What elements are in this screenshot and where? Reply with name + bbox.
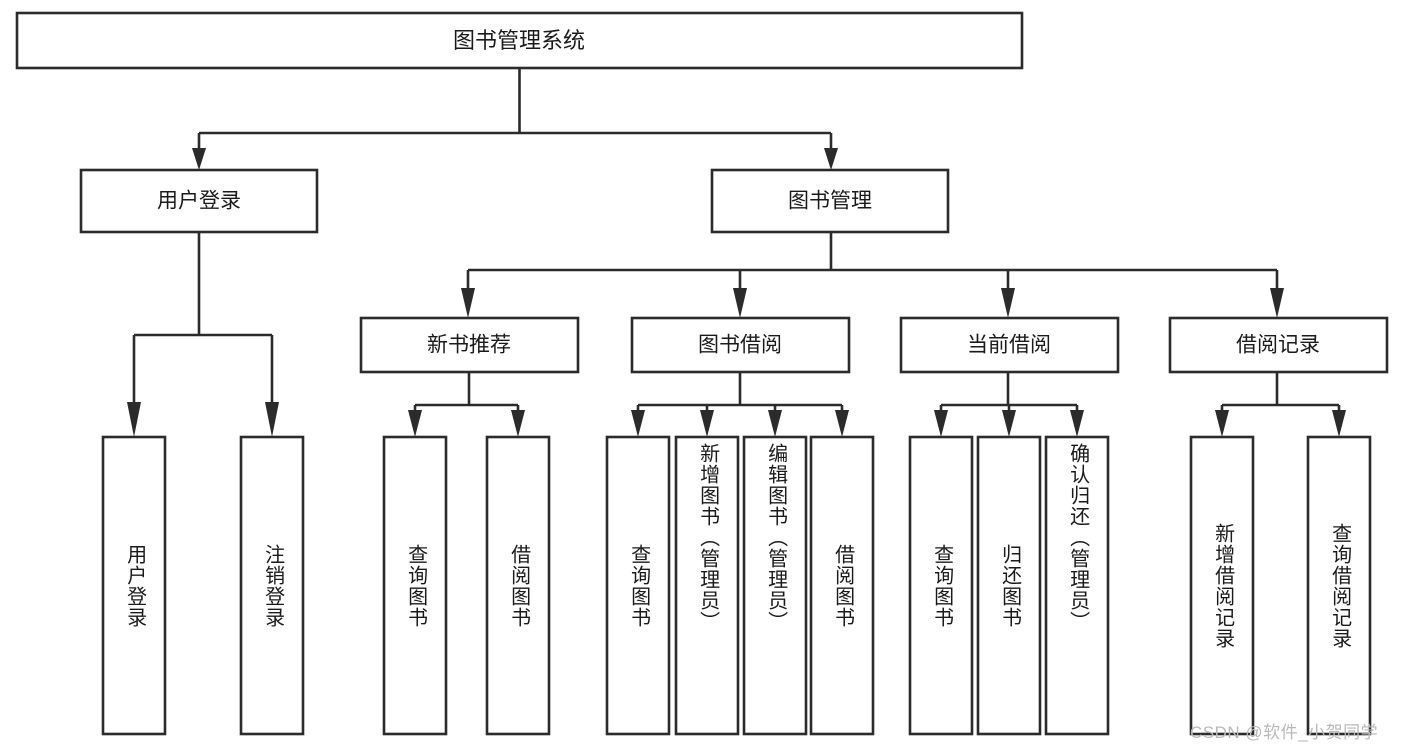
arrowhead-leaf-bb-add-book [700,410,714,437]
leaf-box-layer [101,435,1372,736]
leaf-br-add-record-box[interactable] [1189,435,1255,736]
arrowhead-leaf-rec-query-book [408,410,422,437]
node-user-login-box[interactable] [79,168,319,234]
node-user-login[interactable]: 用户登录 [79,168,319,234]
arrowhead-leaf-br-query-record [1332,410,1346,437]
node-borrow-record[interactable]: 借阅记录 [1168,316,1389,374]
arrowhead-leaf-bb-borrow-book [835,410,849,437]
node-book-borrow-box[interactable] [630,316,851,374]
leaf-cb-confirm-return-box[interactable] [1044,435,1110,736]
leaf-bb-borrow-book-box[interactable] [809,435,875,736]
arrowhead-leaf-cb-return-book [1002,410,1016,437]
leaf-rec-query-book-box[interactable] [382,435,448,736]
node-book-borrow[interactable]: 图书借阅 [630,316,851,374]
connector-layer [127,68,1346,437]
node-borrow-record-box[interactable] [1168,316,1389,374]
arrowhead-user-login [192,148,206,170]
node-current-borrow[interactable]: 当前借阅 [899,316,1120,374]
node-root-box[interactable] [15,11,1024,70]
node-root-label: 图书管理系统 [453,28,585,53]
arrowhead-new-book-recommend [461,288,475,318]
arrowhead-current-borrow [1001,288,1015,318]
arrowhead-leaf-bb-query-book [631,410,645,437]
node-current-borrow-label: 当前借阅 [967,334,1051,357]
leaf-user-login-box[interactable] [101,435,167,736]
arrowhead-leaf-br-add-record [1215,410,1229,437]
leaf-cb-query-book-box[interactable] [908,435,974,736]
node-new-book-recommend-box[interactable] [359,316,580,374]
arrowhead-book-borrow [733,288,747,318]
leaf-br-query-record-box[interactable] [1306,435,1372,736]
leaf-cb-return-book-box[interactable] [976,435,1042,736]
node-new-book-recommend[interactable]: 新书推荐 [359,316,580,374]
arrowhead-leaf-user-logout [265,402,279,437]
leaf-rec-borrow-book-box[interactable] [485,435,551,736]
node-user-login-label: 用户登录 [157,190,241,213]
leaf-user-logout-box[interactable] [239,435,305,736]
arrowhead-borrow-record [1270,288,1284,318]
leaf-bb-add-book-box[interactable] [674,435,740,736]
arrowhead-leaf-user-login [127,402,141,437]
arrowhead-leaf-rec-borrow-book [511,410,525,437]
node-book-manage-label: 图书管理 [788,190,872,213]
arrowhead-leaf-cb-query-book [934,410,948,437]
arrowhead-leaf-bb-edit-book [768,410,782,437]
node-root[interactable]: 图书管理系统 [15,11,1024,70]
node-book-borrow-label: 图书借阅 [698,334,782,357]
node-borrow-record-label: 借阅记录 [1236,334,1320,357]
leaf-bb-edit-book-box[interactable] [742,435,808,736]
csdn-watermark: CSDN @软件_小贺同学 [1190,723,1379,742]
node-book-manage-box[interactable] [710,168,950,234]
arrowhead-book-manage [824,148,838,170]
leaf-bb-query-book-box[interactable] [605,435,671,736]
node-new-book-recommend-label: 新书推荐 [427,334,511,357]
node-current-borrow-box[interactable] [899,316,1120,374]
node-book-manage[interactable]: 图书管理 [710,168,950,234]
arrowhead-leaf-cb-confirm-return [1070,410,1084,437]
